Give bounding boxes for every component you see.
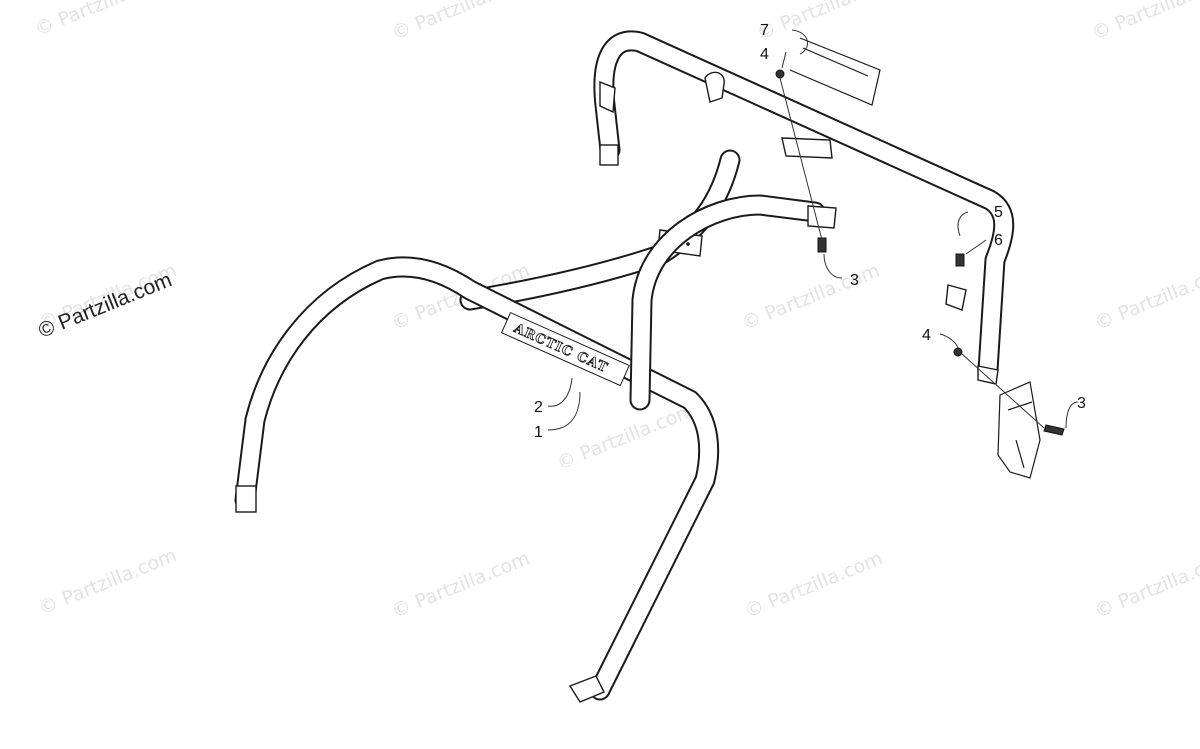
- callout-2: 2: [534, 399, 543, 416]
- callout-3: 3: [850, 272, 859, 289]
- tube-end-clamp: [807, 205, 837, 229]
- callout-4: 4: [760, 46, 769, 63]
- watermark: © Partzilla.com: [1092, 547, 1200, 622]
- callout-6: 6: [994, 232, 1003, 249]
- bolt-part-3: [817, 237, 827, 253]
- watermark: © Partzilla.com: [1089, 0, 1200, 45]
- nut-part-4: [953, 347, 963, 357]
- callout-4: 4: [922, 327, 931, 344]
- callout-7: 7: [760, 22, 769, 39]
- callout-5: 5: [994, 204, 1003, 221]
- callout-leaders: [547, 29, 1079, 431]
- callout-labels: 7 4 5 6 3 4 3 2 1: [534, 22, 1086, 441]
- watermark: © Partzilla.com: [389, 0, 533, 45]
- mount-tab: [945, 284, 967, 311]
- rear-roll-bar: [593, 30, 1015, 385]
- fasteners: [775, 69, 1065, 436]
- watermark: © Partzilla.com: [32, 0, 176, 41]
- watermark: © Partzilla.com: [1092, 259, 1200, 334]
- receiver-post: [997, 381, 1041, 479]
- bolt-part-3: [1043, 424, 1065, 436]
- watermark: © Partzilla.com: [36, 544, 180, 619]
- harness-clip: [704, 71, 725, 103]
- watermark-layer: © Partzilla.com © Partzilla.com © Partzi…: [32, 0, 1200, 623]
- callout-1: 1: [534, 424, 543, 441]
- watermark: © Partzilla.com: [742, 547, 886, 622]
- center-clamp: [781, 137, 833, 159]
- callout-3: 3: [1077, 395, 1086, 412]
- tube-end-sleeve: [235, 485, 257, 513]
- watermark: © Partzilla.com: [739, 259, 883, 334]
- watermark: © Partzilla.com: [389, 547, 533, 622]
- front-roll-bar: ARCTIC CAT: [234, 194, 837, 703]
- tube-end-foot: [977, 365, 999, 385]
- watermark: © Partzilla.com: [554, 399, 698, 474]
- decal-part-6: [955, 253, 965, 267]
- tube-end-foot: [568, 675, 605, 703]
- mount-tab: [599, 80, 616, 114]
- tube-end-sleeve: [599, 144, 619, 166]
- nut-part-4: [775, 69, 785, 79]
- decal-part-7: [789, 37, 881, 106]
- watermark: © Partzilla.com: [754, 0, 898, 45]
